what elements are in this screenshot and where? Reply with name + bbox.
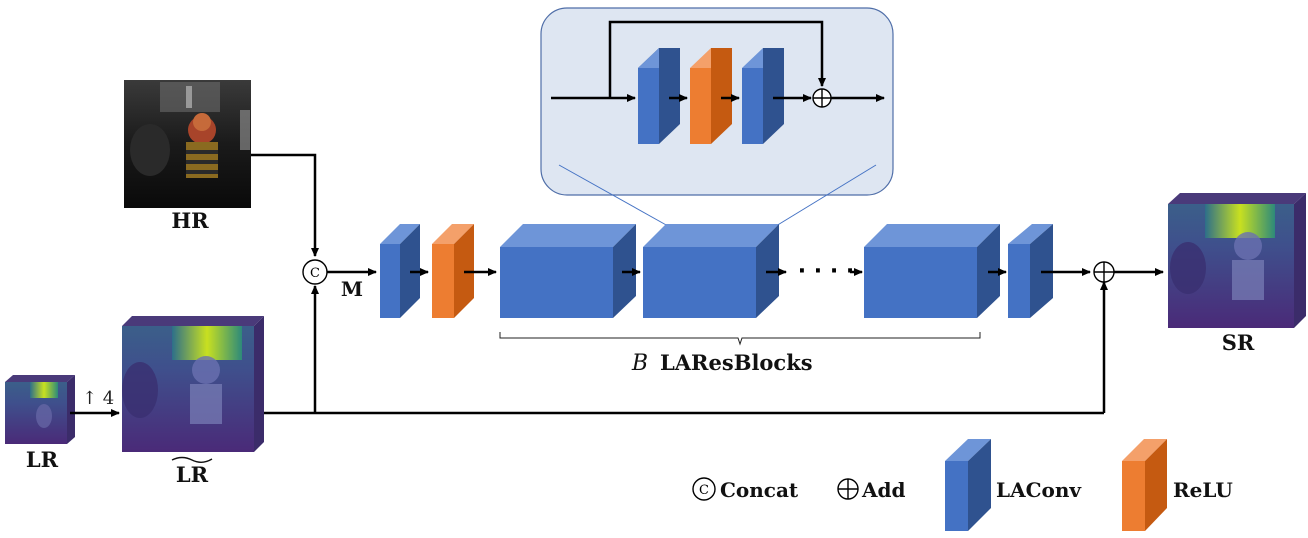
legend-add-icon [837, 478, 859, 500]
mask-label: M [341, 277, 363, 301]
upsample-label: ↑ 4 [82, 388, 114, 409]
inset-laconv-1 [638, 48, 680, 144]
blocks-count-var: B [631, 351, 648, 376]
inset-skip-arrow [608, 20, 826, 98]
laresblock-b [864, 224, 1000, 318]
inset-add-icon [812, 88, 832, 108]
legend: C Concat Add LAConv ReLU [692, 439, 1233, 531]
concat-icon: C [302, 259, 328, 285]
lr-image [5, 375, 75, 444]
legend-concat-symbol: C [699, 483, 709, 498]
legend-laconv-label: LAConv [996, 478, 1082, 502]
hr-image [124, 80, 251, 208]
laresblock-1 [500, 224, 636, 318]
add-icon [1093, 261, 1115, 283]
legend-relu-icon [1122, 439, 1167, 531]
inset-connector-left [558, 164, 669, 227]
blocks-brace [499, 332, 981, 346]
resblock-inset [540, 7, 894, 196]
inset-relu [690, 48, 732, 144]
legend-laconv-icon [945, 439, 991, 531]
legend-concat-label: Concat [720, 478, 799, 502]
lr-label: LR [26, 447, 59, 472]
sr-image [1168, 193, 1306, 328]
concat-symbol-text: C [310, 266, 320, 281]
legend-add-label: Add [861, 478, 906, 502]
inset-laconv-2 [742, 48, 784, 144]
hr-to-concat-arrow [251, 153, 319, 257]
blocks-label: LAResBlocks [660, 350, 813, 375]
legend-concat-icon: C [692, 477, 716, 501]
laresblock-2 [643, 224, 779, 318]
lr-tilde-label: LR [176, 462, 209, 487]
relu-head [432, 224, 474, 318]
inset-connector-right [775, 164, 877, 227]
sr-label: SR [1222, 330, 1255, 355]
hr-label: HR [171, 208, 209, 233]
lr-tilde-mark [171, 456, 213, 463]
ellipsis-dots: · · · · [798, 259, 854, 284]
legend-relu-label: ReLU [1173, 478, 1233, 502]
lr-tilde-image [122, 316, 264, 452]
